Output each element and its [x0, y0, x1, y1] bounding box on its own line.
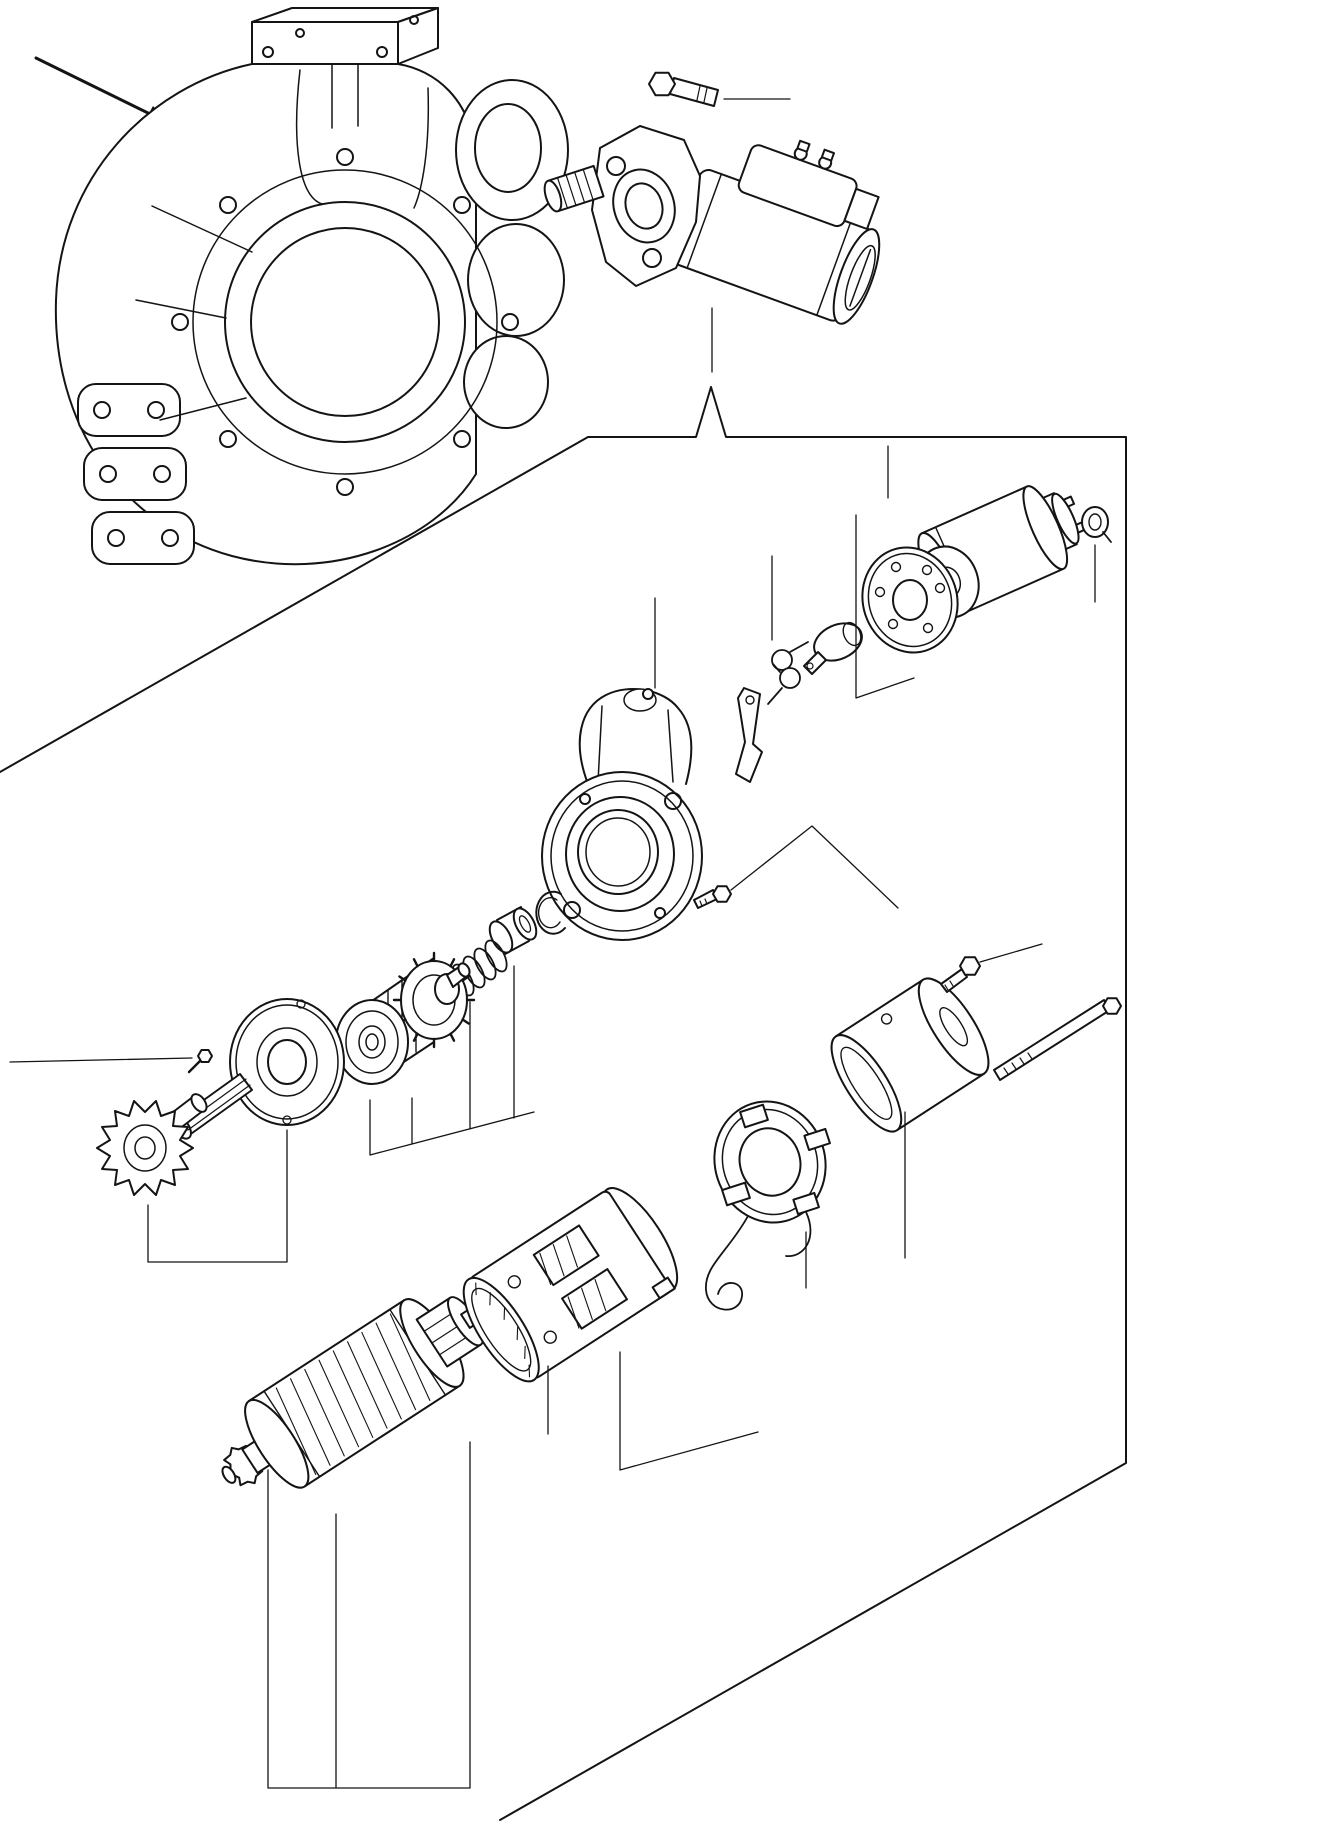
switch-end-plate: [861, 545, 980, 654]
leader-lines: [9, 98, 1096, 1789]
front-bracket: [541, 688, 703, 941]
rear-bracket-screw: [940, 956, 981, 993]
yoke: [462, 1187, 679, 1383]
stop-ring: [535, 890, 566, 935]
plunger: [803, 621, 863, 675]
rear-bracket: [830, 977, 990, 1133]
set-screw: [187, 1049, 213, 1074]
pinion-gear: [96, 1093, 208, 1196]
pinion-stopper: [488, 906, 538, 955]
torsion-spring: [767, 641, 809, 705]
flywheel-housing: [54, 7, 569, 566]
starter-motor-assembly: [543, 125, 881, 325]
overrunning-clutch: [335, 951, 476, 1085]
armature: [221, 1296, 486, 1489]
exploded-view-panel: [0, 386, 1127, 1821]
terminal-grommet: [1081, 506, 1112, 543]
brush-holder: [705, 1100, 831, 1311]
bracket-bolt: [693, 885, 732, 909]
center-bracket: [229, 998, 345, 1126]
starter-mounting-bolt: [648, 71, 719, 107]
through-bolt: [993, 997, 1122, 1081]
shift-lever: [735, 687, 763, 783]
